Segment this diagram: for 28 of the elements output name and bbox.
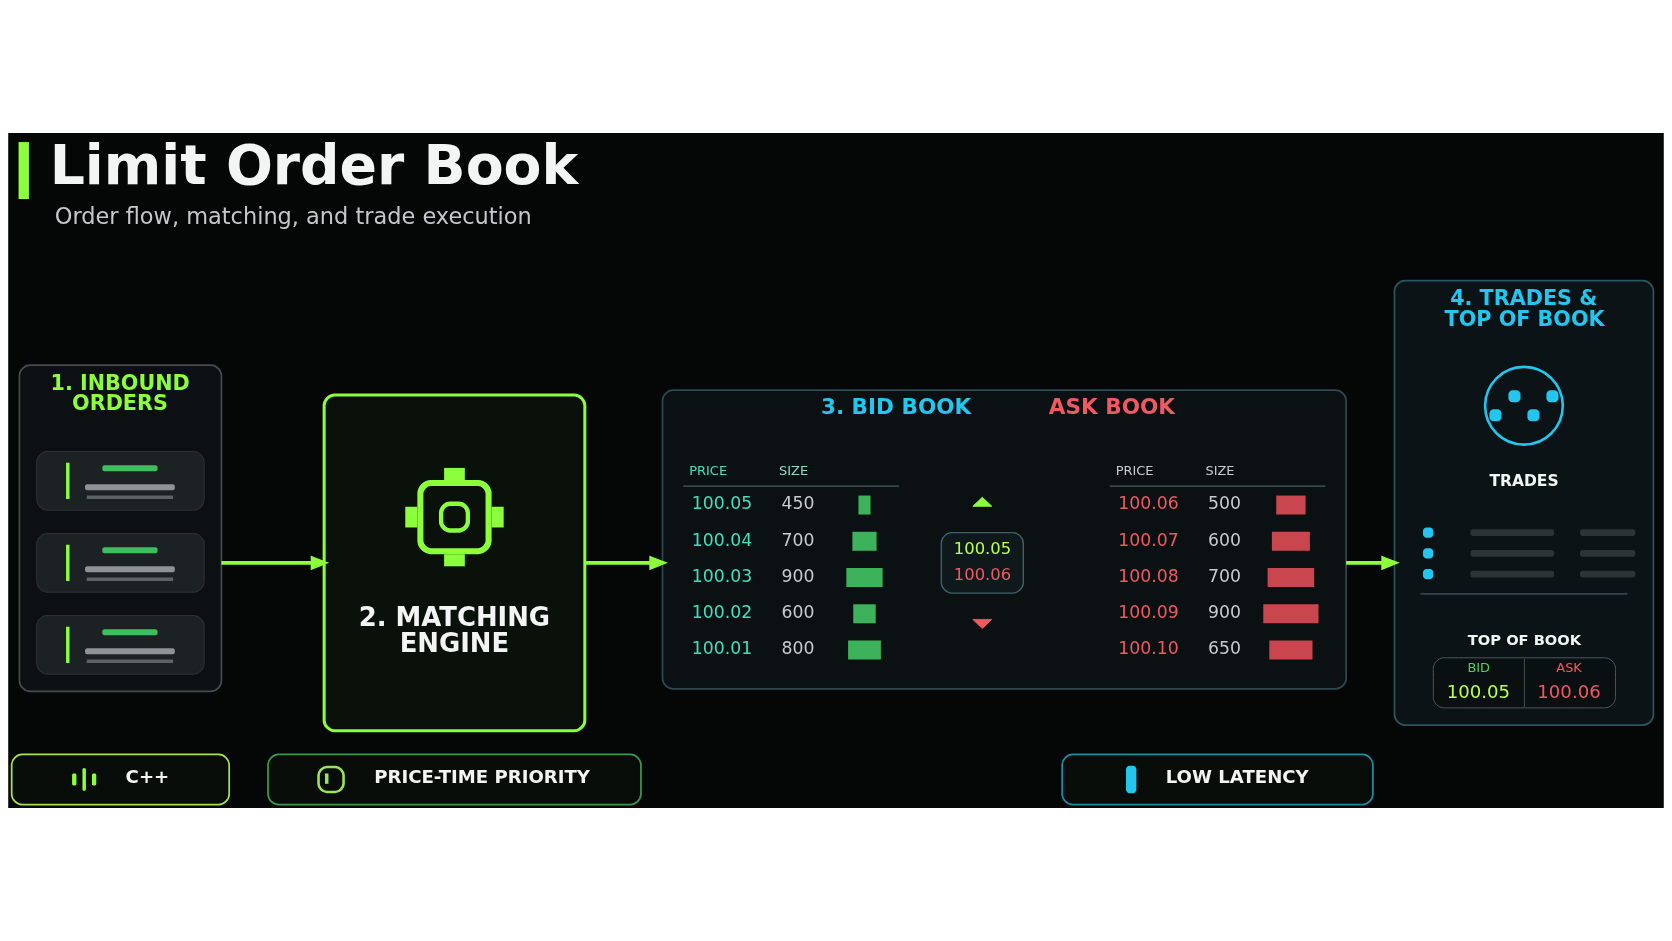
label: 900 bbox=[781, 565, 815, 586]
label: 700 bbox=[781, 529, 815, 550]
label: 900 bbox=[1208, 602, 1241, 623]
label: TRADES bbox=[1489, 472, 1559, 491]
label: 100.04 bbox=[691, 529, 753, 550]
label: 800 bbox=[781, 638, 815, 659]
label: SIZE bbox=[779, 462, 809, 478]
caption: Order flow, matching, and trade execution bbox=[54, 202, 532, 229]
diagram-title: Limit Order Book bbox=[49, 132, 579, 197]
label: PRICE bbox=[689, 462, 728, 478]
label: 650 bbox=[1208, 638, 1241, 659]
label: 100.01 bbox=[691, 638, 753, 659]
label: SIZE bbox=[1205, 462, 1235, 478]
label: 100.05 bbox=[691, 493, 753, 514]
label: PRICE bbox=[1115, 462, 1154, 478]
label: 100.03 bbox=[691, 565, 753, 586]
node-label: TOP OF BOOK bbox=[1467, 631, 1582, 649]
label: 100.10 bbox=[1118, 638, 1179, 659]
label: 100.02 bbox=[691, 602, 753, 623]
label: 450 bbox=[781, 493, 815, 514]
label: 100.07 bbox=[1118, 529, 1179, 550]
label: 600 bbox=[1208, 529, 1241, 550]
label: 100.08 bbox=[1118, 565, 1179, 586]
label: 100.09 bbox=[1118, 602, 1179, 623]
label: 100.06 bbox=[1118, 493, 1179, 514]
label: 500 bbox=[1208, 493, 1241, 514]
label: 700 bbox=[1208, 565, 1241, 586]
label: 600 bbox=[781, 602, 815, 623]
